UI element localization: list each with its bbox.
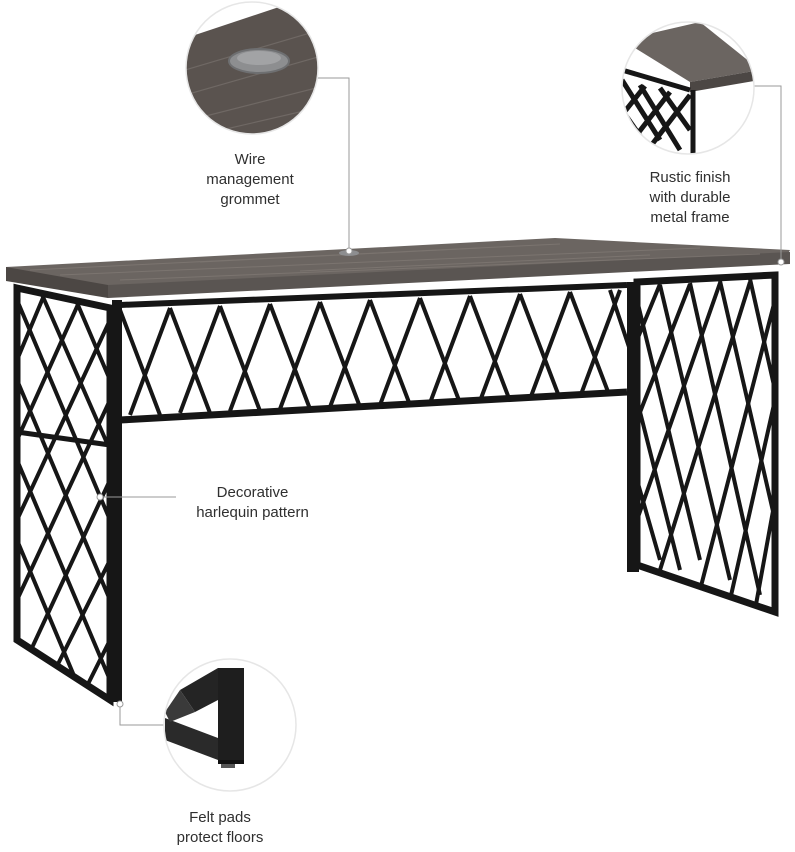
desktop-front-edge — [6, 267, 108, 298]
left-leg — [13, 283, 122, 707]
callout-wire-management: Wire management grommet — [206, 151, 294, 208]
wood-grain — [29, 243, 761, 281]
corner-closeup-icon — [621, 21, 755, 155]
right-leg — [627, 271, 779, 617]
callout-felt-pads: Felt pads protect floors — [176, 809, 264, 846]
front-apron — [119, 282, 628, 424]
desktop-side-edge — [108, 252, 790, 298]
foot-closeup-icon — [163, 658, 297, 792]
callout-rustic-finish: Rustic finish with durable metal frame — [649, 169, 731, 226]
callout-harlequin-pattern: Decorative harlequin pattern — [196, 484, 309, 521]
leader-lines — [100, 77, 782, 726]
desk — [6, 238, 790, 707]
leader-dots — [96, 247, 785, 708]
grommet-closeup-icon — [185, 1, 319, 135]
